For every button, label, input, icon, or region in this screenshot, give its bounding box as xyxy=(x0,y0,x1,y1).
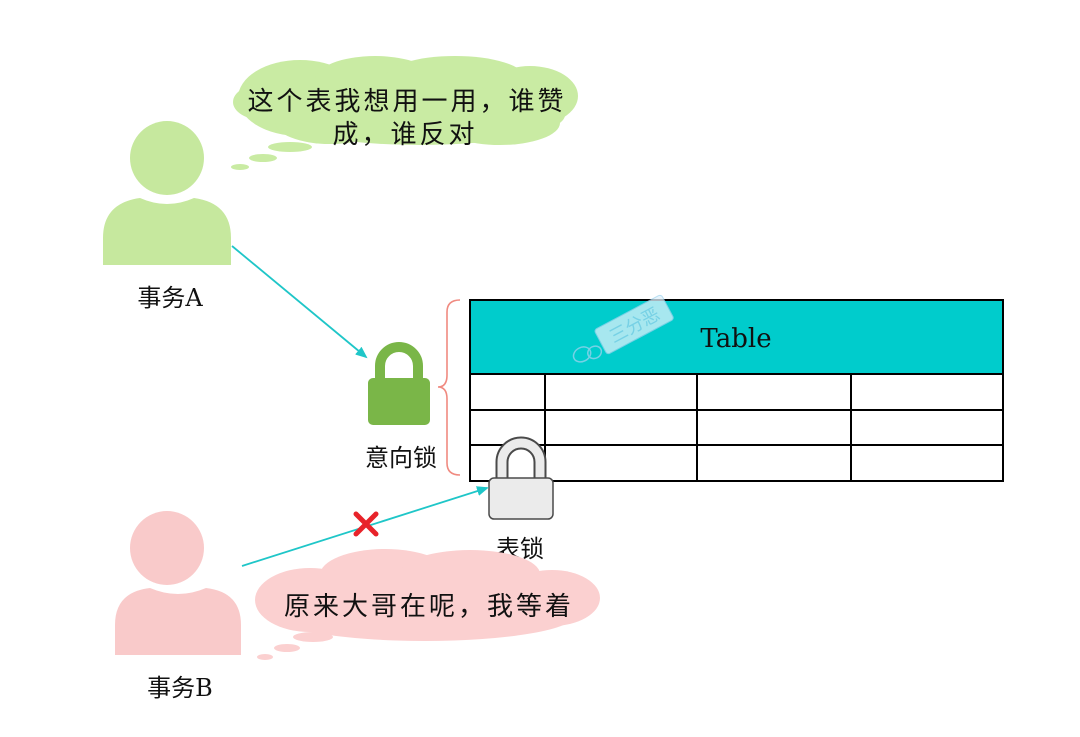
table-lock-shackle xyxy=(497,438,545,482)
intention-lock-body xyxy=(368,378,430,425)
thought-cloud-b xyxy=(255,549,600,660)
transaction-a-label: 事务A xyxy=(137,284,203,312)
thought-bubble-b-2 xyxy=(274,644,300,652)
intention-lock-icon xyxy=(368,342,430,425)
person-b-body xyxy=(115,588,241,655)
intention-lock-label: 意向锁 xyxy=(365,444,437,472)
transaction-b-label: 事务B xyxy=(147,674,213,702)
intention-lock-shackle xyxy=(375,342,423,382)
table-grid xyxy=(469,373,1004,482)
transaction-b-figure xyxy=(115,511,241,655)
table-diagram: Table xyxy=(469,299,1004,482)
wechat-logo-icon xyxy=(572,345,603,363)
thought-a-line-2: 成，谁反对 xyxy=(332,120,477,150)
thought-bubble-b-3 xyxy=(257,654,273,660)
blocked-cross-icon xyxy=(353,511,379,537)
thought-a-line-1: 这个表我想用一用，谁赞 xyxy=(247,87,566,117)
watermark-tag xyxy=(594,294,674,355)
thought-bubble-a-1 xyxy=(268,142,312,152)
person-b-head xyxy=(130,511,204,585)
thought-bubble-b-1 xyxy=(293,632,333,642)
thought-bubble-a-3 xyxy=(231,164,249,170)
arrow-a-to-intention-lock xyxy=(231,245,368,359)
thought-b-text: 原来大哥在呢，我等着 xyxy=(284,592,574,622)
thought-cloud-a xyxy=(231,56,578,170)
table-header xyxy=(469,299,1004,375)
table-lock-icon xyxy=(488,436,554,520)
person-a-body xyxy=(103,198,231,265)
table-lock-body xyxy=(488,477,554,520)
table-header-label: Table xyxy=(700,324,771,354)
red-brace xyxy=(437,299,461,476)
person-a-head xyxy=(130,121,204,195)
thought-bubble-a-2 xyxy=(249,154,277,162)
transaction-a-figure xyxy=(103,121,231,265)
